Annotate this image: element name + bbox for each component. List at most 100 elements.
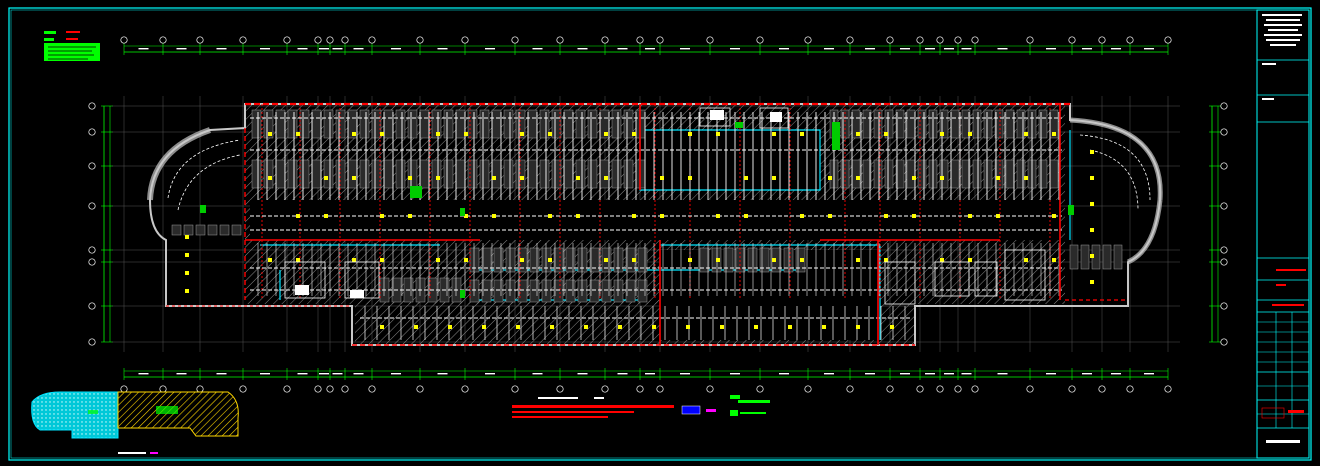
sprinkler-head	[448, 325, 452, 329]
grid-bubble	[196, 385, 204, 393]
sprinkler-head	[1052, 258, 1056, 262]
grid-bubble	[341, 36, 349, 44]
dimension-text	[925, 373, 935, 375]
parking-stall	[527, 109, 538, 139]
parking-stall	[491, 109, 502, 139]
parking-stall	[961, 109, 971, 139]
parking-stall	[493, 247, 504, 273]
dimension-text	[319, 48, 329, 50]
grid-bubble	[1026, 36, 1034, 44]
parking-stall	[183, 224, 194, 236]
grid-bubble	[1220, 202, 1228, 210]
parking-stall	[906, 109, 916, 139]
parking-stall	[469, 279, 480, 303]
sprinkler-head	[324, 214, 328, 218]
parking-stall	[493, 279, 504, 303]
grid-bubble	[804, 36, 812, 44]
dimension-text	[353, 373, 364, 375]
dimension-text	[176, 373, 187, 375]
grid-bubble	[804, 385, 812, 393]
dimension-text	[997, 373, 1008, 375]
dimension-text	[1111, 48, 1121, 50]
sprinkler-head	[408, 214, 412, 218]
parking-stall	[419, 159, 430, 189]
grid-bubble	[1068, 385, 1076, 393]
parking-stall	[759, 247, 770, 273]
parking-stall	[553, 247, 564, 273]
parking-stall	[479, 109, 490, 139]
dimension-text	[1144, 48, 1154, 50]
sprinkler-head	[548, 132, 552, 136]
grid-bubble	[1220, 102, 1228, 110]
note-red-line-1	[512, 405, 674, 408]
parking-stall	[287, 109, 298, 139]
grid-bubble	[239, 36, 247, 44]
sprinkler-head	[604, 258, 608, 262]
sprinkler-head	[828, 214, 832, 218]
parking-stall	[939, 109, 949, 139]
grid-bubble	[88, 338, 96, 346]
keyplan	[31, 391, 239, 454]
sprinkler-head	[352, 132, 356, 136]
sprinkler-head	[268, 132, 272, 136]
parking-stall	[611, 109, 622, 139]
sprinkler-head	[884, 132, 888, 136]
sprinkler-head	[856, 132, 860, 136]
ramp-right	[1079, 134, 1151, 201]
grid-bubble	[368, 385, 376, 393]
sprinkler-head	[268, 258, 272, 262]
parking-stall	[637, 247, 648, 273]
sprinkler-head	[856, 258, 860, 262]
grid-bubble	[159, 36, 167, 44]
legend	[44, 31, 100, 61]
grid-bubble	[886, 36, 894, 44]
dimension-text	[437, 373, 448, 375]
sprinkler-head	[584, 325, 588, 329]
dimension-text	[1082, 373, 1092, 375]
dimension-text	[779, 48, 789, 50]
grid-bubble	[239, 385, 247, 393]
sprinkler-head	[436, 176, 440, 180]
legend-green-block	[44, 43, 100, 61]
drawing-frame-outer	[8, 7, 1312, 461]
parking-stall	[623, 109, 634, 139]
parking-stall	[983, 109, 993, 139]
parking-stall	[587, 109, 598, 139]
sprinkler-head	[516, 325, 520, 329]
sprinkler-head	[1024, 176, 1028, 180]
parking-stall	[565, 247, 576, 273]
grid-bubble	[1220, 338, 1228, 346]
drawing-notes	[512, 395, 770, 418]
sprinkler-head	[352, 258, 356, 262]
dimension-text	[138, 373, 149, 375]
equipment-markers	[200, 122, 1074, 298]
grid-bubble	[314, 385, 322, 393]
grid-bubble	[511, 385, 519, 393]
sprinkler-head	[856, 325, 860, 329]
sprinkler-head	[716, 258, 720, 262]
dimension-text	[617, 48, 628, 50]
sprinkler-head	[720, 325, 724, 329]
grid-bubble	[656, 36, 664, 44]
sprinkler-head	[380, 258, 384, 262]
parking-stall	[563, 109, 574, 139]
parking-stall	[972, 109, 982, 139]
sprinkler-head	[716, 132, 720, 136]
grid-bubble	[283, 385, 291, 393]
sprinkler-head	[548, 214, 552, 218]
sprinkler-head	[296, 132, 300, 136]
grid-bubble	[556, 36, 564, 44]
dimension-text	[824, 48, 834, 50]
sprinkler-head	[520, 258, 524, 262]
parking-stall	[503, 109, 514, 139]
parking-stall	[407, 109, 418, 139]
sprinkler-head	[996, 214, 1000, 218]
dimension-text	[645, 373, 655, 375]
parking-stall	[1005, 109, 1015, 139]
parking-stall	[1113, 244, 1123, 270]
grid-bubble	[706, 36, 714, 44]
parking-stall	[383, 159, 394, 189]
dimension-text	[645, 48, 655, 50]
parking-stall	[359, 109, 370, 139]
sprinkler-head	[1090, 280, 1094, 284]
